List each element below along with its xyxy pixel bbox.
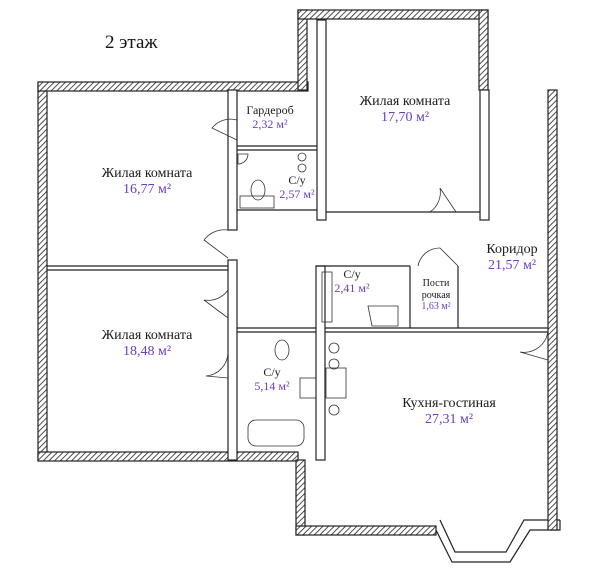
room-label-bath-1: С/у 2,57 м² bbox=[279, 173, 315, 202]
room-area: 17,70 м² bbox=[380, 110, 430, 126]
room-name: Жилая комната bbox=[101, 166, 193, 181]
room-name: С/у bbox=[343, 267, 361, 281]
room-area: 1,63 м² bbox=[421, 301, 451, 312]
room-area: 18,48 м² bbox=[122, 344, 172, 360]
room-label-living-1: Жилая комната 16,77 м² bbox=[102, 166, 193, 198]
room-name-line1: Пости bbox=[422, 278, 450, 289]
room-area: 2,32 м² bbox=[252, 116, 288, 131]
room-name: Жилая комната bbox=[101, 328, 193, 343]
room-label-corridor: Коридор 21,57 м² bbox=[486, 242, 537, 274]
room-label-living-3: Жилая комната 17,70 м² bbox=[360, 94, 451, 126]
room-label-wardrobe: Гардероб 2,32 м² bbox=[246, 103, 294, 132]
room-label-laundry: Пости рочкая 1,63 м² bbox=[421, 278, 450, 313]
room-name-line2: рочкая bbox=[421, 289, 451, 301]
room-name: С/у bbox=[263, 365, 281, 379]
room-area: 16,77 м² bbox=[122, 182, 172, 198]
doors bbox=[203, 118, 549, 379]
room-label-kitchen: Кухня-гостиная 27,31 м² bbox=[402, 396, 496, 428]
room-area: 21,57 м² bbox=[487, 258, 537, 274]
room-area: 5,14 м² bbox=[254, 378, 290, 393]
exterior-walls bbox=[37, 9, 561, 563]
room-name: Кухня-гостиная bbox=[402, 396, 496, 411]
room-label-bath-3: С/у 5,14 м² bbox=[254, 365, 290, 394]
floor-title: 2 этаж bbox=[105, 32, 158, 53]
room-label-living-2: Жилая комната 18,48 м² bbox=[102, 328, 193, 360]
room-name: С/у bbox=[288, 173, 306, 187]
fixtures bbox=[237, 152, 399, 447]
room-area: 2,41 м² bbox=[334, 280, 370, 295]
room-name: Гардероб bbox=[246, 103, 294, 117]
room-area: 2,57 м² bbox=[279, 186, 315, 201]
room-area: 27,31 м² bbox=[424, 412, 474, 428]
room-label-bath-2: С/у 2,41 м² bbox=[334, 267, 370, 296]
interior-walls bbox=[47, 19, 548, 461]
room-name: Коридор bbox=[486, 242, 538, 257]
room-name: Жилая комната bbox=[359, 94, 451, 109]
